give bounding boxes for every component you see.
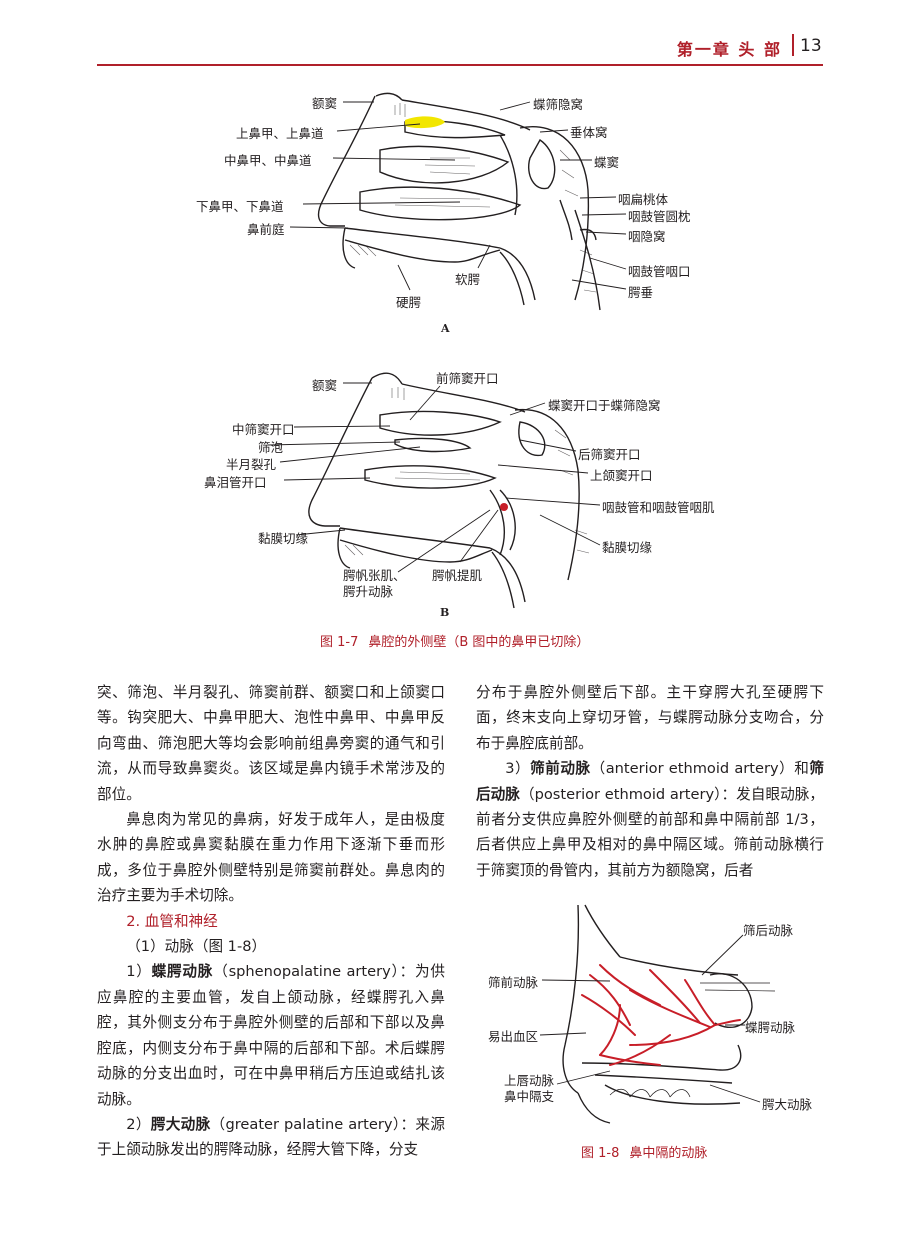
- left-column: 突、筛泡、半月裂孔、筛窦前群、额窦口和上颌窦口等。钩突肥大、中鼻甲肥大、泡性中鼻…: [97, 680, 445, 1163]
- right-paragraph-2: 3）筛前动脉（anterior ethmoid artery）和筛后动脉（pos…: [476, 756, 824, 883]
- r2-prefix: 3）: [505, 760, 531, 778]
- label-nasolacrimal-opening: 鼻泪管开口: [204, 475, 267, 490]
- figure-1-7-caption: 图 1-7 鼻腔的外侧壁（B 图中的鼻甲已切除）: [320, 631, 589, 650]
- label-tube-opening: 咽鼓管咽口: [628, 264, 691, 279]
- label-ethmoid-bulla: 筛泡: [258, 440, 284, 455]
- figure-1-7-panel-a: 额窦 上鼻甲、上鼻道 中鼻甲、中鼻道 下鼻甲、下鼻道 鼻前庭 硬腭 软腭 蝶筛隐…: [0, 0, 900, 340]
- header-separator: [792, 34, 794, 56]
- page-number: 13: [800, 36, 822, 56]
- label-little-area: 易出血区: [488, 1029, 539, 1044]
- label-mucosa-cut-left: 黏膜切缘: [258, 531, 309, 546]
- right-paragraph-1: 分布于鼻腔外侧壁后下部。主干穿腭大孔至硬腭下面，终末支向上穿切牙管，与蝶腭动脉分…: [476, 684, 824, 752]
- label-ascending-palatine: 腭升动脉: [343, 584, 394, 599]
- label-middle-ethmoid-opening: 中筛窦开口: [232, 422, 295, 437]
- label-eustachian-muscle: 咽鼓管和咽鼓管咽肌: [602, 500, 715, 515]
- p4-prefix: 2）: [126, 1115, 151, 1133]
- label-middle-turbinate: 中鼻甲、中鼻道: [224, 153, 312, 168]
- p3-prefix: 1）: [126, 963, 152, 981]
- label-sphenoid-opening: 蝶窦开口于蝶筛隐窝: [548, 398, 661, 413]
- label-maxillary-opening: 上颌窦开口: [590, 468, 653, 483]
- term-posterior-ethmoid-artery: 筛后动脉: [476, 760, 824, 803]
- figure-1-8: 筛后动脉 筛前动脉 易出血区 蝶腭动脉 上唇动脉 鼻中隔支 腭大动脉: [470, 895, 830, 1135]
- figure-1-8-caption-text: 鼻中隔的动脉: [629, 1146, 708, 1161]
- label-greater-palatine-artery: 腭大动脉: [762, 1097, 813, 1112]
- label-pharyngeal-recess: 咽隐窝: [628, 229, 666, 244]
- term-sphenopalatine-artery: 蝶腭动脉: [151, 963, 214, 981]
- figure-1-8-caption: 图 1-8 鼻中隔的动脉: [581, 1142, 707, 1161]
- label-hard-palate: 硬腭: [396, 295, 422, 310]
- label-posterior-ethmoid-artery: 筛后动脉: [743, 923, 794, 938]
- label-superior-turbinate: 上鼻甲、上鼻道: [236, 126, 324, 141]
- label-soft-palate: 软腭: [455, 272, 481, 287]
- label-frontal-sinus-b: 额窦: [312, 378, 338, 393]
- label-frontal-sinus-a: 额窦: [312, 96, 338, 111]
- left-paragraph-2: 鼻息肉为常见的鼻病，好发于成年人，是由极度水肿的鼻腔或鼻窦黏膜在重力作用下逐渐下…: [97, 811, 445, 905]
- figure-1-7-caption-text: 鼻腔的外侧壁（B 图中的鼻甲已切除）: [368, 635, 590, 650]
- panel-letter-b: B: [440, 606, 450, 619]
- p3-body: （sphenopalatine artery）：为供应鼻腔的主要血管，发自上颌动…: [97, 963, 445, 1108]
- label-levator-veli: 腭帆提肌: [432, 568, 483, 583]
- p4-body: （greater palatine artery）：来源于上颌动脉发出的腭降动脉…: [97, 1115, 445, 1159]
- chapter-title: 第一章 头 部: [676, 40, 782, 59]
- label-sphenopalatine-artery: 蝶腭动脉: [745, 1020, 796, 1035]
- label-hypophyseal-fossa: 垂体窝: [570, 125, 608, 140]
- label-anterior-ethmoid-opening: 前筛窦开口: [436, 371, 499, 386]
- label-superior-labial-artery: 上唇动脉: [504, 1073, 555, 1088]
- label-septal-branch: 鼻中隔支: [504, 1089, 555, 1104]
- label-pharyngeal-tonsil: 咽扁桃体: [618, 192, 669, 207]
- term-anterior-ethmoid-artery: 筛前动脉: [530, 760, 591, 778]
- label-posterior-ethmoid-opening: 后筛窦开口: [578, 447, 641, 462]
- r2-body: （posterior ethmoid artery）：发自眼动脉，前者分支供应鼻…: [476, 785, 824, 879]
- label-tensor-veli: 腭帆张肌、: [343, 568, 406, 583]
- label-anterior-ethmoid-artery: 筛前动脉: [488, 975, 539, 990]
- figure-1-7-panel-b: 额窦 前筛窦开口 中筛窦开口 筛泡 半月裂孔 鼻泪管开口 黏膜切缘 腭帆张肌、 …: [0, 340, 900, 625]
- panel-letter-a: A: [441, 322, 450, 335]
- nasal-cavity-illustration-b: [267, 372, 601, 609]
- label-semilunar-hiatus: 半月裂孔: [226, 457, 277, 472]
- sub-heading: （1）动脉（图 1-8）: [126, 938, 267, 956]
- term-greater-palatine-artery: 腭大动脉: [150, 1115, 211, 1133]
- right-column: 分布于鼻腔外侧壁后下部。主干穿腭大孔至硬腭下面，终末支向上穿切牙管，与蝶腭动脉分…: [476, 680, 824, 883]
- r2-mid: （anterior ethmoid artery）和: [590, 760, 810, 778]
- label-uvula: 腭垂: [628, 285, 654, 300]
- septal-artery-illustration: [539, 904, 776, 1124]
- label-mucosa-cut-right: 黏膜切缘: [602, 540, 653, 555]
- label-sphenoid-sinus: 蝶窦: [594, 155, 620, 170]
- figure-1-7-number: 图 1-7: [320, 635, 359, 650]
- label-torus-tubarius: 咽鼓管圆枕: [628, 209, 691, 224]
- label-inferior-turbinate: 下鼻甲、下鼻道: [196, 199, 284, 214]
- page-header: 第一章 头 部 13: [0, 0, 900, 70]
- label-nasal-vestibule: 鼻前庭: [247, 222, 285, 237]
- section-heading: 2. 血管和神经: [126, 912, 218, 930]
- left-paragraph-3: 1）蝶腭动脉（sphenopalatine artery）：为供应鼻腔的主要血管…: [97, 959, 445, 1111]
- header-rule: [97, 64, 823, 66]
- label-sphenoethmoidal-recess: 蝶筛隐窝: [533, 97, 584, 112]
- nasal-cavity-illustration-a: [289, 92, 627, 311]
- figure-1-8-number: 图 1-8: [581, 1146, 620, 1161]
- left-paragraph-4: 2）腭大动脉（greater palatine artery）：来源于上颌动脉发…: [97, 1112, 445, 1163]
- left-paragraph-1: 突、筛泡、半月裂孔、筛窦前群、额窦口和上颌窦口等。钩突肥大、中鼻甲肥大、泡性中鼻…: [97, 684, 445, 803]
